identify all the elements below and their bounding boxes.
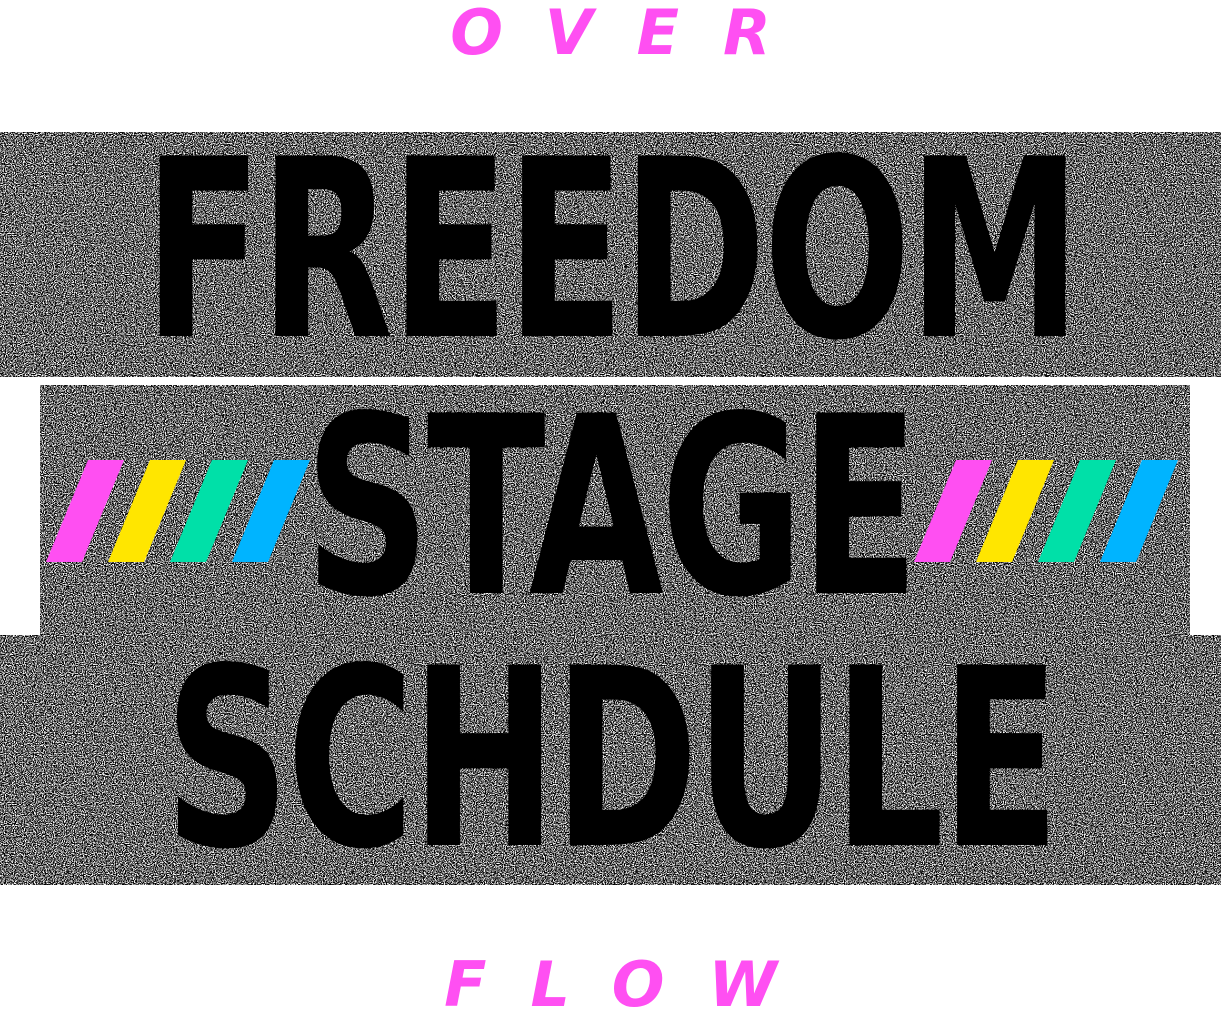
headline-line-3: SCHDULE [0, 618, 1221, 901]
pink-stripe-left [46, 460, 124, 562]
green-stripe-right [1038, 460, 1116, 562]
blue-stripe-left [232, 460, 310, 562]
yellow-stripe-left [108, 460, 186, 562]
headline-line-1-text: FREEDOM [143, 105, 1081, 396]
headline-line-2: STAGE [0, 366, 1221, 649]
headline-line-1: FREEDOM [0, 106, 1221, 395]
yellow-stripe-right [976, 460, 1054, 562]
kicker-bottom: FLOW [444, 948, 821, 1021]
left-stripe-group [46, 460, 310, 562]
blue-stripe-right [1100, 460, 1178, 562]
headline-line-2-text: STAGE [304, 362, 920, 652]
kicker-top: OVER [450, 0, 815, 69]
right-stripe-group [914, 460, 1178, 562]
headline-line-3-text: SCHDULE [164, 614, 1060, 904]
pink-stripe-right [914, 460, 992, 562]
green-stripe-left [170, 460, 248, 562]
